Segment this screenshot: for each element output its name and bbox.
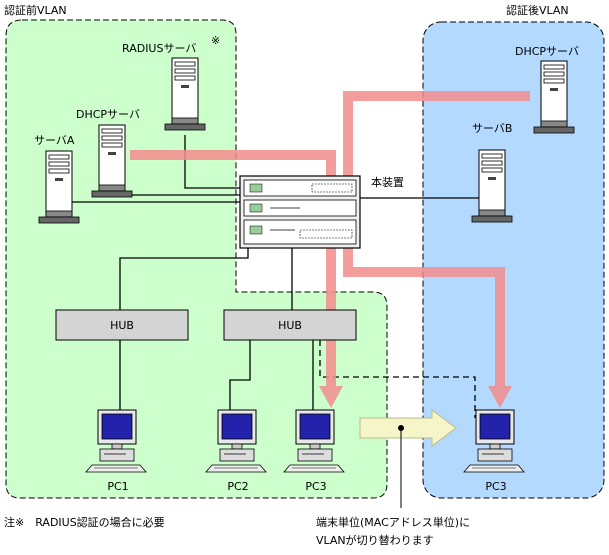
server-b-label: サーバB [472,122,512,135]
post-vlan-path-arrow [343,91,530,408]
pc1-label: PC1 [107,480,128,493]
post-auth-vlan-region [422,21,605,499]
post-auth-vlan-label: 認証後VLAN [506,3,569,17]
switch-device-icon [239,175,361,249]
hub-2-box [223,309,357,341]
switch-note-line1: 端末単位(MACアドレス単位)に [316,515,470,529]
pre-auth-vlan-label: 認証前VLAN [4,3,67,17]
dhcp-server-post-label: DHCPサーバ [515,45,579,58]
server-a-label: サーバA [34,134,75,147]
pc3-pre-label: PC3 [305,480,326,493]
hub-1-box [55,309,189,341]
pc3-post-label: PC3 [485,480,506,493]
switch-note-line2: VLANが切り替わります [316,533,434,547]
footnote-text: 注※ RADIUS認証の場合に必要 [4,515,165,529]
dhcp-server-pre-label: DHCPサーバ [76,108,140,121]
switch-label: 本装置 [371,175,404,189]
vlan-switch-arrow [359,409,457,447]
hub-2-label: HUB [278,319,302,332]
radius-server-label: RADIUSサーバ [122,42,196,55]
hub-1-label: HUB [110,319,134,332]
radius-footnote-mark: ※ [211,34,220,47]
dashed-link-pc3-post [319,340,476,418]
pc2-label: PC2 [227,480,248,493]
